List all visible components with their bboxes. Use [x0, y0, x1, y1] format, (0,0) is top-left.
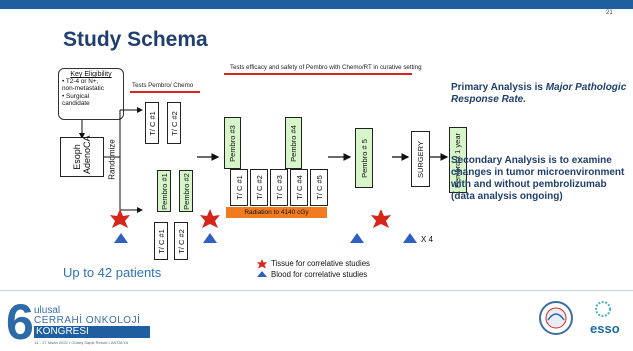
upper-tc2-label: T/ C #2 — [169, 110, 179, 136]
congress-kongresi: KONGRESİ — [34, 326, 150, 338]
pembro5-label: Pembro # 5 — [359, 138, 369, 178]
blood-triangle-icon — [114, 233, 128, 243]
surgery-box: SURGERY — [411, 131, 430, 187]
upper-tc1-box: T/ C #1 — [145, 102, 159, 144]
tests-efficacy-label: Tests efficacy and safety of Pembro with… — [230, 64, 422, 71]
lower-tc2-label: T/ C #2 — [176, 228, 186, 254]
surgery-label: SURGERY — [416, 140, 425, 178]
primary-analysis: Primary Analysis is Major Pathologic Res… — [451, 82, 629, 106]
upper-tc1-label: T/ C #1 — [147, 110, 157, 136]
tc-seq-label-3: T/ C #3 — [274, 175, 284, 200]
pembro3-box: Pembro #3 — [224, 117, 241, 169]
tissue-star-icon — [371, 209, 391, 228]
tissue-star-icon — [200, 209, 220, 228]
lower-tc1-label: T/ C #1 — [156, 228, 166, 254]
tc-seq-label-5: T/ C #5 — [314, 175, 324, 200]
tc-seq-box-2: T/ C #2 — [250, 169, 268, 206]
congress-cerrahi: CERRAHİ ONKOLOJİ — [34, 315, 141, 326]
tc-seq-box-4: T/ C #4 — [290, 169, 308, 206]
blood-triangle-icon — [403, 233, 417, 243]
tc-seq-label-4: T/ C #4 — [294, 175, 304, 200]
legend-blood: Blood for correlative studies — [271, 270, 368, 279]
footer-divider — [0, 290, 633, 291]
congress-ulusal: ulusal — [34, 305, 61, 316]
key-eligibility-heading: Key Eligibility — [70, 71, 112, 78]
efficacy-underline — [224, 73, 412, 75]
seal-logo-icon — [539, 301, 573, 335]
tests-pembro-chemo-label: Tests Pembro/ Chemo — [132, 82, 194, 89]
radiation-bar: Radiation to 4140 cGy — [226, 207, 327, 218]
esoph-adenoca-label: Esoph AdenoCA — [72, 135, 92, 174]
pembro-year-box: Pembro x 1 year — [449, 127, 467, 193]
randomize-label: Randomize — [107, 139, 117, 180]
primary-analysis-italic: Major Pathologic Response Rate. — [451, 82, 627, 105]
pembro4-label: Pembro #4 — [289, 124, 298, 162]
blood-triangle-icon — [203, 233, 217, 243]
lower-pembro1-box: Pembro #1 — [157, 170, 171, 212]
key-eligibility-box: Key Eligibility • T2-4 or N+, non-metast… — [58, 68, 124, 120]
key-eligibility-line: • Surgical — [62, 92, 90, 100]
top-bar — [0, 0, 633, 9]
primary-analysis-prefix: Primary Analysis is — [451, 82, 546, 93]
slide-title: Study Schema — [63, 28, 208, 51]
lower-pembro1-label: Pembro #1 — [159, 172, 169, 210]
lower-pembro2-label: Pembro #2 — [181, 172, 191, 210]
key-eligibility-line: non-metastatic — [62, 85, 104, 93]
esso-logo: esso — [590, 321, 620, 336]
patient-count: Up to 42 patients — [63, 265, 162, 280]
legend-tissue: Tissue for correlative studies — [271, 259, 370, 268]
pembro5-box: Pembro # 5 — [355, 128, 373, 188]
pembro3-label: Pembro #3 — [228, 124, 237, 162]
esso-emblem-icon — [595, 301, 611, 317]
blood-triangle-icon — [350, 233, 364, 243]
tc-seq-label-1: T/ C #1 — [234, 175, 244, 200]
lower-tc1-box: T/ C #1 — [154, 222, 168, 260]
key-eligibility-line: • T2-4 or N+, — [62, 78, 99, 86]
lower-tc2-box: T/ C #2 — [174, 222, 188, 260]
upper-tc2-box: T/ C #2 — [167, 102, 181, 144]
page-number: 21 — [606, 10, 613, 16]
legend-star-icon — [257, 259, 267, 269]
lower-pembro2-box: Pembro #2 — [179, 170, 193, 212]
key-eligibility-line: candidate — [62, 99, 90, 107]
esoph-adenoca-box: Esoph AdenoCA — [60, 135, 104, 177]
tc-seq-box-1: T/ C #1 — [230, 169, 248, 206]
pembro-chemo-underline — [130, 91, 200, 93]
times-four-label: X 4 — [421, 235, 434, 244]
tc-seq-box-3: T/ C #3 — [270, 169, 288, 206]
tc-seq-label-2: T/ C #2 — [254, 175, 264, 200]
legend-triangle-icon — [257, 271, 267, 277]
congress-date: 14 - 17 Nisan 2022 • Güneş Sapık Resort … — [34, 340, 129, 345]
tc-seq-box-5: T/ C #5 — [310, 169, 328, 206]
secondary-analysis: Secondary Analysis is to examine changes… — [451, 155, 625, 202]
pembro4-box: Pembro #4 — [285, 117, 302, 169]
tissue-star-icon — [110, 209, 130, 228]
schema-connectors — [79, 107, 449, 277]
congress-logo-number: 6 — [6, 294, 34, 350]
